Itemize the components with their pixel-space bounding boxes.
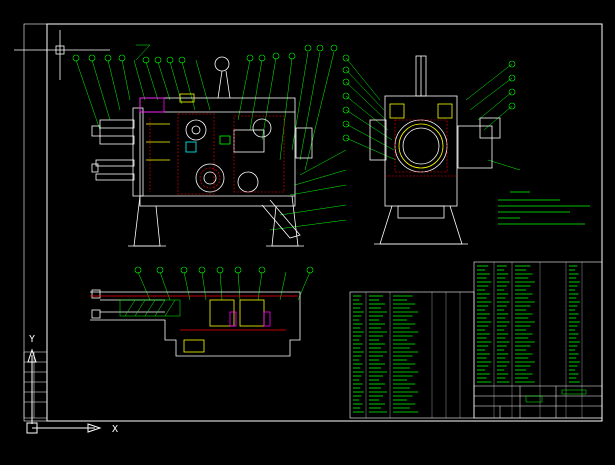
front-view bbox=[72, 44, 347, 247]
revision-strip bbox=[23, 351, 48, 419]
drawing-frame bbox=[23, 23, 603, 422]
y-axis-arrow-icon bbox=[27, 348, 37, 424]
side-view bbox=[342, 54, 590, 245]
title-block bbox=[473, 385, 603, 419]
crosshair-cursor-icon bbox=[14, 30, 110, 80]
section-view bbox=[90, 266, 314, 357]
parts-list-right bbox=[473, 261, 603, 419]
ucs-origin-icon bbox=[26, 348, 102, 434]
ucs-x-label: X bbox=[112, 424, 118, 435]
parts-list-left bbox=[349, 291, 475, 419]
ucs-y-label: Y bbox=[29, 334, 35, 345]
x-axis-arrow-icon bbox=[32, 423, 102, 433]
